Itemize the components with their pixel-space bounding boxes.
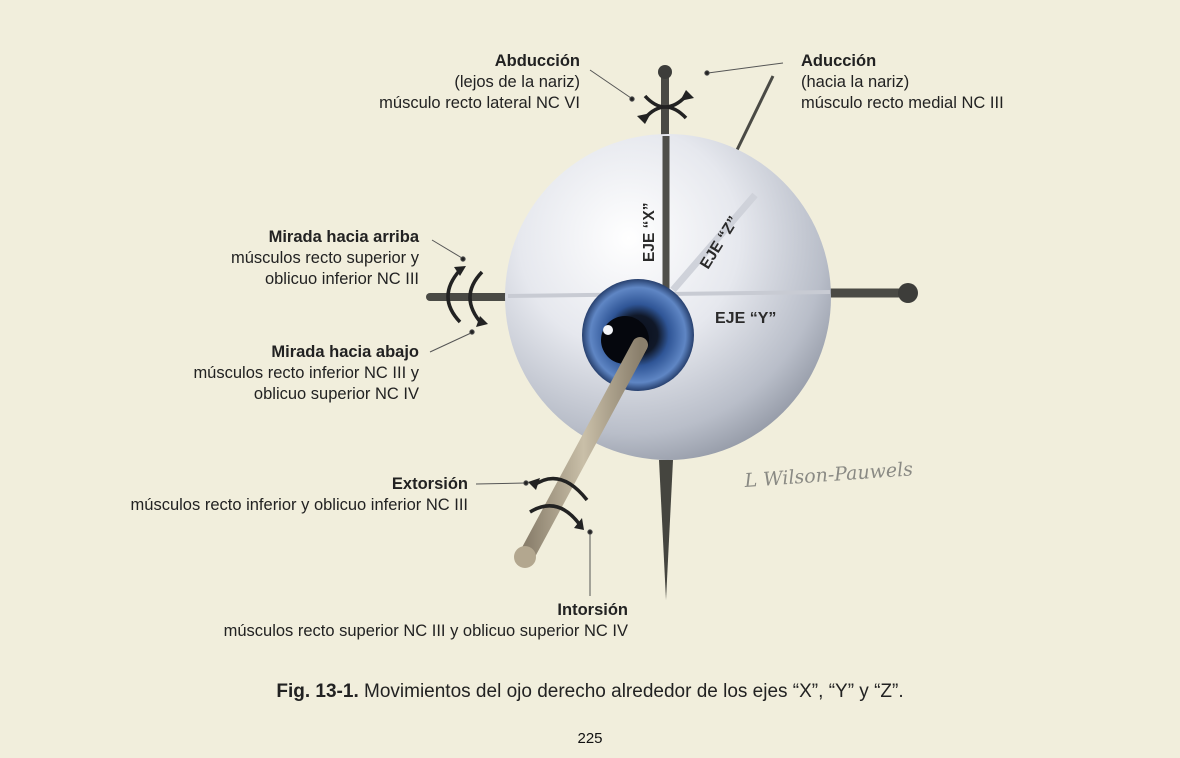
leader-lines <box>429 62 784 596</box>
z-axis-line <box>670 192 758 293</box>
torsion-arrows <box>528 476 589 530</box>
intorsion-label: Intorsión músculos recto superior NC III… <box>224 600 628 642</box>
up-down-gaze-arrows <box>446 266 488 327</box>
upward-gaze-label: Mirada hacia arriba músculos recto super… <box>231 227 419 290</box>
figure-number: Fig. 13-1. <box>276 681 359 702</box>
page-number: 225 <box>577 730 603 747</box>
x-axis-spike-bottom <box>659 460 673 600</box>
eye-highlight <box>603 325 613 335</box>
artist-signature: L Wilson-Pauwels <box>743 458 914 492</box>
adduction-sub: (hacia la nariz) <box>801 73 910 91</box>
abduction-muscle: músculo recto lateral NC VI <box>379 94 580 112</box>
upward-gaze-title: Mirada hacia arriba <box>268 228 419 246</box>
z-axis-rod-back <box>735 75 775 151</box>
extorsion-title: Extorsión <box>391 475 468 493</box>
abduction-sub: (lejos de la nariz) <box>454 73 580 91</box>
downward-gaze-line2: oblicuo superior NC IV <box>253 385 419 403</box>
adduction-muscle: músculo recto medial NC III <box>801 94 1004 112</box>
upward-gaze-line2: oblicuo inferior NC III <box>264 270 419 288</box>
z-axis-rod-front <box>519 337 648 563</box>
intorsion-title: Intorsión <box>557 601 628 619</box>
downward-gaze-label: Mirada hacia abajo músculos recto inferi… <box>193 342 419 405</box>
downward-gaze-line1: músculos recto inferior NC III y <box>193 364 419 382</box>
figure-caption-text: Movimientos del ojo derecho alrededor de… <box>358 681 904 702</box>
adduction-title: Aducción <box>801 52 877 70</box>
axis-y-label: EJE “Y” <box>715 310 776 327</box>
abduction-label: Abducción (lejos de la nariz) músculo re… <box>379 51 580 114</box>
downward-gaze-title: Mirada hacia abajo <box>271 343 419 361</box>
x-axis-knob-top <box>658 65 672 79</box>
extorsion-line1: músculos recto inferior y oblicuo inferi… <box>130 496 468 514</box>
figure-caption: Fig. 13-1. Movimientos del ojo derecho a… <box>0 681 1180 703</box>
abduction-adduction-arrows <box>637 90 694 124</box>
intorsion-line1: músculos recto superior NC III y oblicuo… <box>223 622 628 640</box>
z-axis-knob-front <box>514 546 536 568</box>
upward-gaze-line1: músculos recto superior y <box>231 249 419 267</box>
abduction-title: Abducción <box>494 52 580 70</box>
y-axis-knob-right <box>898 283 918 303</box>
adduction-label: Aducción (hacia la nariz) músculo recto … <box>801 51 1004 114</box>
extorsion-label: Extorsión músculos recto inferior y obli… <box>131 474 468 516</box>
axis-x-label: EJE “X” <box>641 203 658 262</box>
